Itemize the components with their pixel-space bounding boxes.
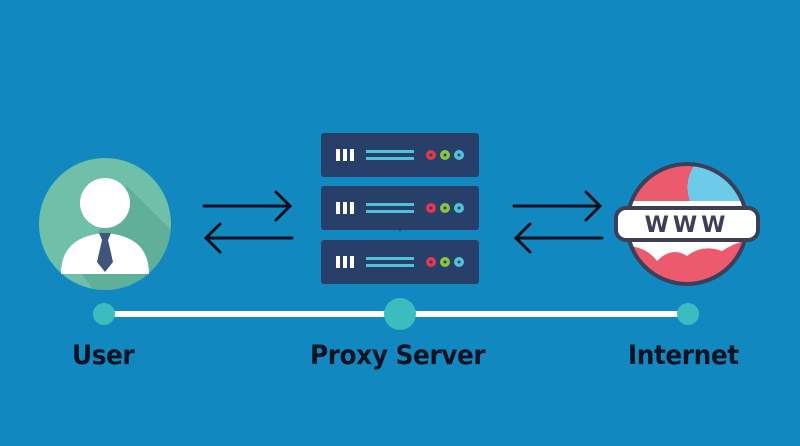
user-avatar-icon (39, 158, 171, 290)
server-unit (321, 240, 479, 284)
globe-www-icon: WWW (614, 162, 760, 286)
internet-node (677, 303, 699, 325)
user-label: User (72, 340, 135, 371)
proxy-label: Proxy Server (310, 340, 486, 371)
bidirectional-arrows-icon (202, 190, 294, 254)
internet-label: Internet (628, 340, 739, 371)
bidirectional-arrows-icon (512, 190, 604, 254)
server-unit (321, 133, 479, 177)
proxy-node (384, 298, 416, 330)
user-node (93, 303, 115, 325)
globe-text: WWW (645, 213, 730, 238)
server-details (336, 149, 464, 268)
